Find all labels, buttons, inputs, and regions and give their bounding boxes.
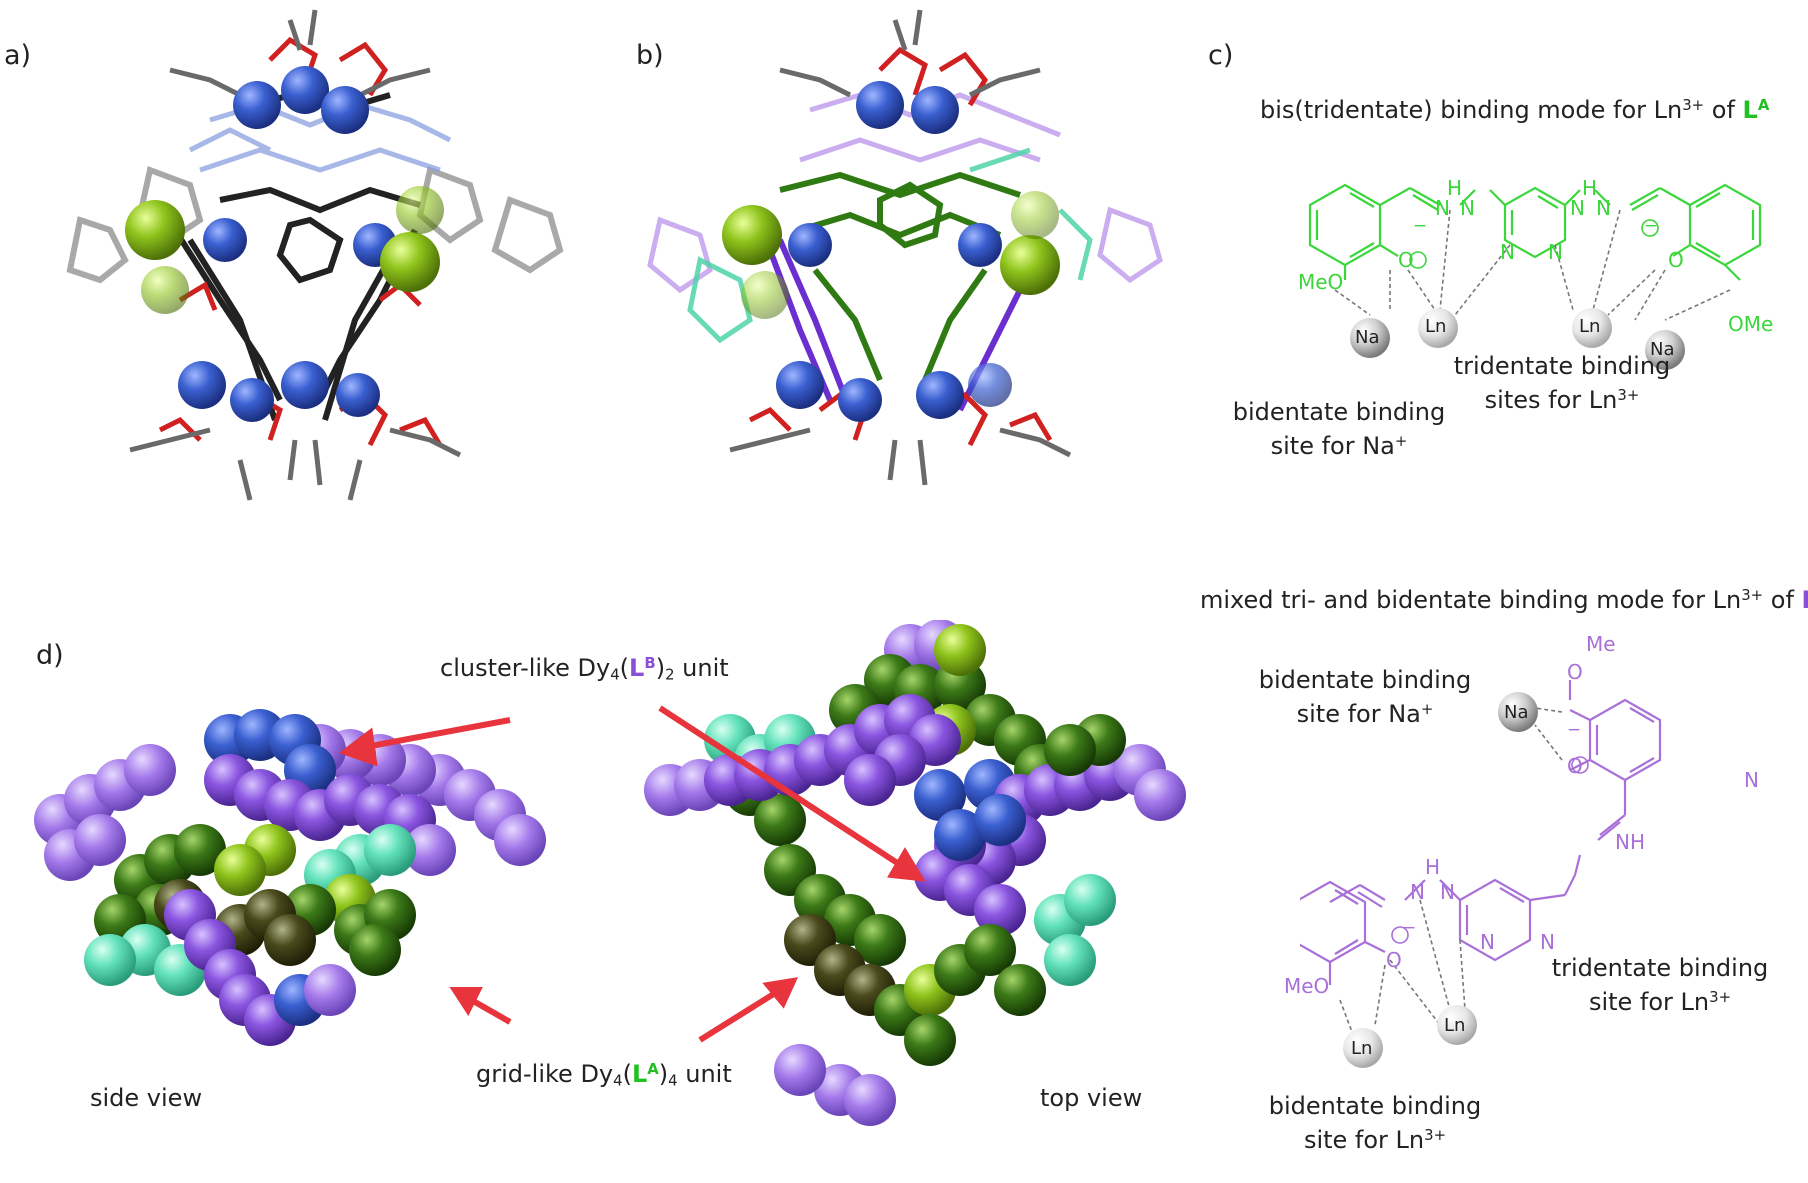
ligand-la-structure <box>1308 183 1762 370</box>
grid-ligand-sup: A <box>647 1059 659 1078</box>
grid-arrow-top <box>698 987 782 1043</box>
top-view-label: top view <box>1040 1084 1143 1112</box>
lb-n-top: N <box>1744 768 1759 792</box>
cluster-ligand-sup: B <box>644 653 656 672</box>
cluster-unit: unit <box>674 654 729 682</box>
lb-na-caption: bidentate binding site for Na+ <box>1250 666 1480 728</box>
la-title: bis(tridentate) binding mode for Ln3+ of… <box>1260 96 1769 124</box>
panel-label-c: c) <box>1208 40 1234 71</box>
side-view-label: side view <box>90 1084 203 1112</box>
grid-prefix: grid-like Dy <box>476 1060 614 1088</box>
la-tridentate-sup: 3+ <box>1617 385 1640 404</box>
panel-label-b: b) <box>636 40 664 71</box>
cluster-sub: 4 <box>610 665 620 684</box>
lb-minus-top: − <box>1567 720 1582 740</box>
grid-tail-sub: 4 <box>668 1071 678 1090</box>
cluster-arrow-side <box>359 717 511 751</box>
lb-bidentate-caption: bidentate binding site for Ln3+ <box>1260 1092 1490 1154</box>
lb-n-2: N <box>1440 880 1455 904</box>
lb-title-prefix: mixed tri- and bidentate binding mode fo… <box>1200 586 1742 614</box>
la-tridentate-caption: tridentate binding sites for Ln3+ <box>1432 352 1692 414</box>
la-tridentate-line1: tridentate binding <box>1453 352 1671 380</box>
la-title-prefix: bis(tridentate) binding mode for Ln <box>1260 96 1683 124</box>
molecular-structure-b <box>647 9 1163 486</box>
lb-o-left: O <box>1386 948 1402 972</box>
lb-na-line2: site for Na <box>1296 700 1421 728</box>
la-meo: MeO <box>1298 270 1344 294</box>
la-n-2: N <box>1460 196 1475 220</box>
grid-paren: ( <box>622 1060 632 1088</box>
lb-bidentate-line1: bidentate binding <box>1268 1092 1482 1120</box>
la-na-right: Na <box>1650 339 1675 360</box>
la-ln-right: Ln <box>1579 316 1601 337</box>
la-title-charge: 3+ <box>1682 95 1705 114</box>
la-nh-h-left: H <box>1447 176 1463 200</box>
lb-tridentate-line1: tridentate binding <box>1551 954 1769 982</box>
la-ome: OMe <box>1728 312 1774 336</box>
grid-label: grid-like Dy4(LA)4 unit <box>476 1060 732 1088</box>
la-bidentate-sup: + <box>1394 431 1408 450</box>
lb-o-top-2: O <box>1567 754 1583 778</box>
lb-title-of: of <box>1763 586 1802 614</box>
cluster-arrow-top <box>658 705 907 871</box>
lb-n-1: N <box>1410 880 1425 904</box>
panel-label-a: a) <box>4 40 32 71</box>
la-ligand-sup: A <box>1757 95 1770 114</box>
la-minus-right: − <box>1644 216 1659 236</box>
la-ligand-name: L <box>1742 96 1758 124</box>
cluster-paren: ( <box>619 654 630 682</box>
lb-na: Na <box>1504 702 1529 723</box>
la-n-3: N <box>1570 196 1585 220</box>
ligand-lb-structure <box>1300 680 1662 1068</box>
grid-unit: unit <box>677 1060 732 1088</box>
lb-na-line1: bidentate binding <box>1258 666 1472 694</box>
la-tridentate-line2: sites for Ln <box>1484 386 1618 414</box>
molecular-structure-a <box>66 9 564 501</box>
lb-me: Me <box>1586 632 1616 656</box>
grid-tail: ) <box>658 1060 669 1088</box>
lb-minus-left: − <box>1402 918 1417 938</box>
la-o-left: O <box>1398 248 1414 272</box>
grid-sub: 4 <box>613 1071 623 1090</box>
la-nh-h-right: H <box>1582 176 1598 200</box>
la-pyr-n-2: N <box>1548 240 1563 264</box>
la-pyr-n-1: N <box>1500 240 1515 264</box>
cluster-tail: ) <box>655 654 666 682</box>
lb-o-top-1: O <box>1567 660 1583 684</box>
cluster-prefix: cluster-like Dy <box>440 654 611 682</box>
lb-tridentate-sup: 3+ <box>1709 987 1732 1006</box>
lb-tridentate-line2: site for Ln <box>1588 988 1710 1016</box>
lb-meo: MeO <box>1284 974 1330 998</box>
la-ln-left: Ln <box>1425 316 1447 337</box>
la-n-1: N <box>1435 196 1450 220</box>
cluster-tail-sub: 2 <box>665 665 675 684</box>
la-bidentate-caption: bidentate binding site for Na+ <box>1214 398 1464 460</box>
lb-ligand-name: L <box>1802 586 1808 614</box>
la-o-right: O <box>1668 248 1684 272</box>
lb-nh-right: NH <box>1615 830 1645 854</box>
lb-title: mixed tri- and bidentate binding mode fo… <box>1200 586 1808 614</box>
lb-ln-2: Ln <box>1351 1038 1373 1059</box>
la-bidentate-line1: bidentate binding <box>1232 398 1446 426</box>
lb-pyr-n-1: N <box>1480 930 1495 954</box>
lb-bidentate-sup: 3+ <box>1424 1125 1447 1144</box>
cluster-ligand: L <box>629 654 645 682</box>
annotation-arrows <box>338 705 926 1043</box>
lb-h-left: H <box>1425 855 1441 879</box>
panel-label-d: d) <box>36 640 64 671</box>
lb-pyr-n-2: N <box>1540 930 1555 954</box>
lb-title-charge: 3+ <box>1741 585 1764 604</box>
lb-bidentate-line2: site for Ln <box>1303 1126 1425 1154</box>
cluster-label: cluster-like Dy4(LB)2 unit <box>440 654 729 682</box>
la-n-4: N <box>1596 196 1611 220</box>
lb-tridentate-caption: tridentate binding site for Ln3+ <box>1530 954 1790 1016</box>
la-title-of: of <box>1704 96 1743 124</box>
grid-ligand: L <box>631 1060 648 1088</box>
space-filling-side-view <box>34 709 546 1046</box>
lb-na-sup: + <box>1420 699 1434 718</box>
la-na-left: Na <box>1355 327 1380 348</box>
la-minus-left: − <box>1413 216 1428 236</box>
lb-ln-1: Ln <box>1444 1015 1466 1036</box>
la-bidentate-line2: site for Na <box>1270 432 1395 460</box>
